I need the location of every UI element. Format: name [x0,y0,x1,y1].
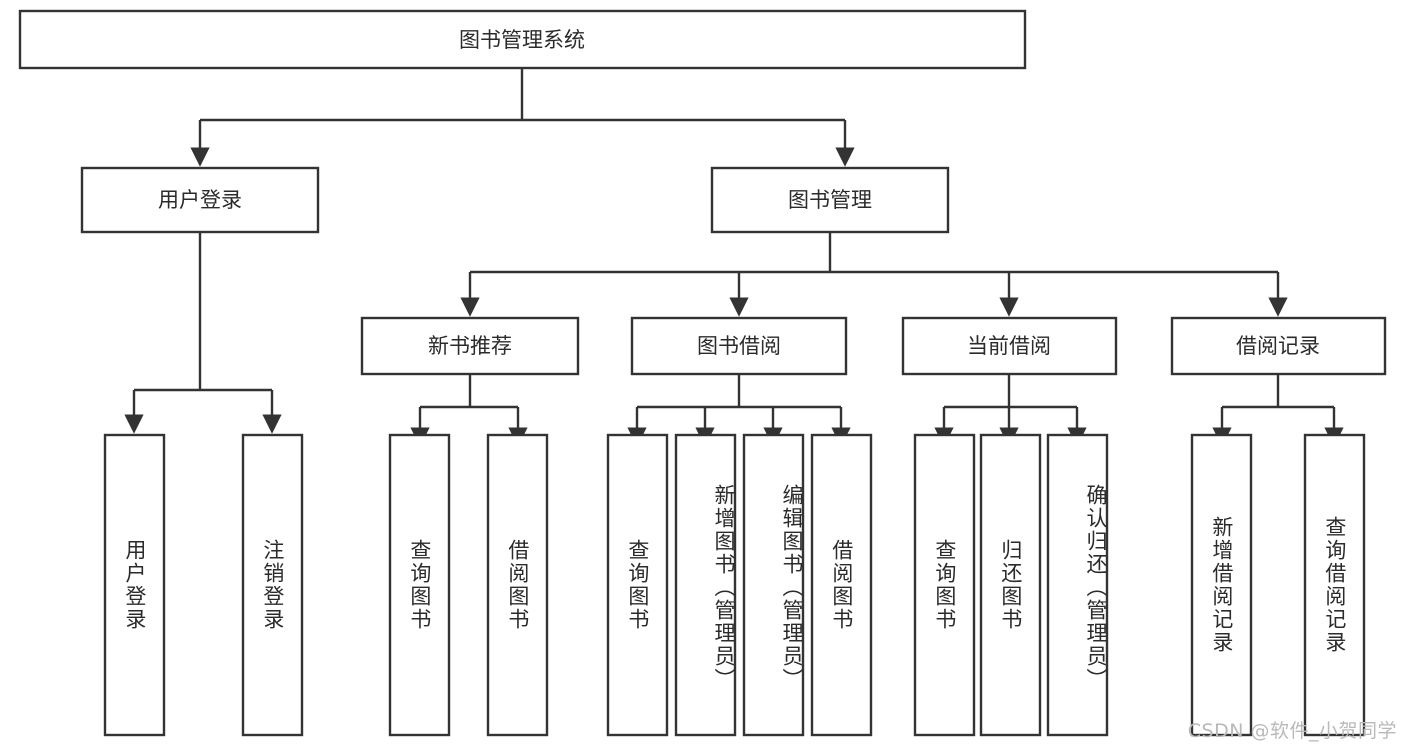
connector-borrow-record-to-leaves [1212,374,1344,447]
leaf-box-new-book-0[interactable] [388,433,451,737]
node-book-management-label: 图书管理 [788,188,872,212]
node-root-book-management-system[interactable] [18,9,1027,70]
connector-user-login-to-leaves [124,232,282,434]
connector-new-book-to-leaves [410,374,528,447]
node-book-borrow[interactable] [630,316,848,376]
leaf-box-book-borrow-1[interactable] [674,433,737,737]
leaf-box-current-borrow-2[interactable] [1046,433,1109,737]
csdn-watermark: CSDN @软件_小贺同学 [1187,720,1397,742]
node-borrow-record-label: 借阅记录 [1236,334,1320,358]
connector-root-to-level2 [190,68,855,167]
leaf-box-book-borrow-3[interactable] [810,433,873,737]
leaf-box-borrow-record-0[interactable] [1190,433,1253,737]
node-current-borrow[interactable] [901,316,1118,376]
leaf-box-new-book-1[interactable] [486,433,549,737]
node-book-borrow-label: 图书借阅 [697,334,781,358]
leaf-box-book-borrow-0[interactable] [606,433,669,737]
connector-book-borrow-to-leaves [627,374,851,447]
node-new-book-recommend-label: 新书推荐 [428,334,512,358]
node-current-borrow-label: 当前借阅 [967,334,1051,358]
leaf-box-current-borrow-1[interactable] [979,433,1042,737]
node-user-login[interactable] [80,166,320,234]
leaf-box-current-borrow-0[interactable] [913,433,976,737]
node-root-label: 图书管理系统 [459,28,585,52]
connector-current-borrow-to-leaves [934,374,1087,447]
node-book-management[interactable] [710,166,950,234]
connector-book-manage-to-level3 [460,232,1288,317]
leaf-box-borrow-record-1[interactable] [1303,433,1366,737]
node-borrow-record[interactable] [1170,316,1387,376]
node-new-book-recommend[interactable] [360,316,580,376]
leaf-box-user-login-0[interactable] [103,433,166,737]
leaf-box-book-borrow-2[interactable] [742,433,805,737]
node-user-login-label: 用户登录 [158,188,242,212]
leaf-box-user-login-1[interactable] [241,433,304,737]
